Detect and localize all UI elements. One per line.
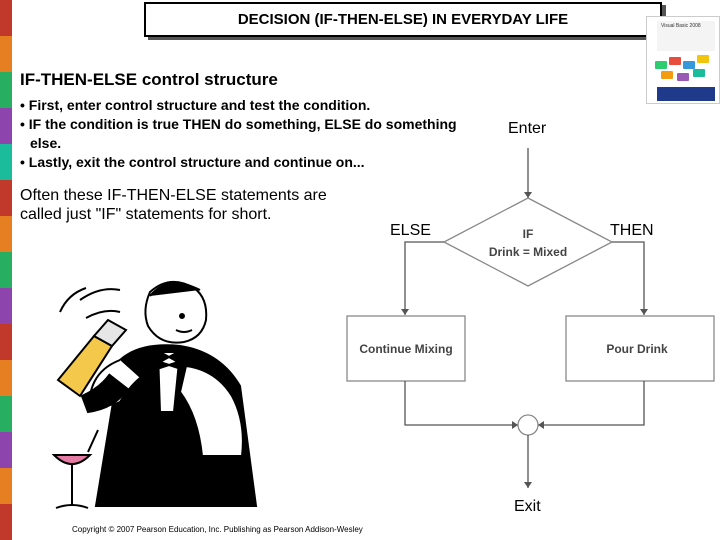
slide-title-text: DECISION (IF-THEN-ELSE) IN EVERYDAY LIFE xyxy=(237,11,569,28)
else-branch-line xyxy=(404,241,444,315)
pour-drink-box xyxy=(565,315,715,382)
bullet-item: • Lastly, exit the control structure and… xyxy=(20,154,365,170)
decision-label-condition: Drink = Mixed xyxy=(489,245,567,259)
book-cover-title: Visual Basic 2008 xyxy=(661,23,701,29)
stripe-segment xyxy=(0,360,12,396)
enter-label: Enter xyxy=(508,120,547,137)
stripe-segment xyxy=(0,252,12,288)
bullet-list: • First, enter control structure and tes… xyxy=(20,96,460,172)
left-color-stripe xyxy=(0,0,12,540)
bartender-illustration xyxy=(51,281,258,509)
stripe-segment xyxy=(0,108,12,144)
stripe-segment xyxy=(0,504,12,540)
bullet-item: • First, enter control structure and tes… xyxy=(20,97,371,113)
stripe-segment xyxy=(0,216,12,252)
book-cover-image: Visual Basic 2008 xyxy=(646,16,720,104)
decision-label-if: IF xyxy=(523,227,534,241)
section-heading: IF-THEN-ELSE control structure xyxy=(20,70,278,89)
arrowhead-enter xyxy=(524,192,532,198)
pour-drink-label: Pour Drink xyxy=(606,342,668,356)
stripe-segment xyxy=(0,288,12,324)
stripe-segment xyxy=(0,324,12,360)
arrowhead-merge-left xyxy=(512,421,518,429)
exit-label: Exit xyxy=(514,498,541,515)
stripe-segment xyxy=(0,468,12,504)
stripe-segment xyxy=(0,432,12,468)
stripe-segment xyxy=(0,144,12,180)
copyright-footer: Copyright © 2007 Pearson Education, Inc.… xyxy=(72,525,363,534)
arrowhead-exit xyxy=(524,482,532,488)
merge-circle xyxy=(517,414,539,436)
stripe-segment xyxy=(0,0,12,36)
left-merge-line xyxy=(404,381,518,426)
stripe-segment xyxy=(0,180,12,216)
else-label: ELSE xyxy=(390,222,431,239)
arrowhead-else xyxy=(401,309,409,315)
stripe-segment xyxy=(0,36,12,72)
slide-title: DECISION (IF-THEN-ELSE) IN EVERYDAY LIFE xyxy=(144,2,662,37)
continue-mixing-box xyxy=(346,315,466,382)
note-text: Often these IF-THEN-ELSE statements are … xyxy=(20,187,327,223)
then-label: THEN xyxy=(610,222,654,239)
bullet-item: • IF the condition is true THEN do somet… xyxy=(20,116,457,151)
continue-mixing-label: Continue Mixing xyxy=(359,342,452,356)
stripe-segment xyxy=(0,396,12,432)
stripe-segment xyxy=(0,72,12,108)
arrowhead-then xyxy=(640,309,648,315)
decision-diamond xyxy=(442,197,614,287)
arrowhead-merge-right xyxy=(538,421,544,429)
right-merge-line xyxy=(538,381,645,426)
then-branch-line xyxy=(612,241,645,315)
